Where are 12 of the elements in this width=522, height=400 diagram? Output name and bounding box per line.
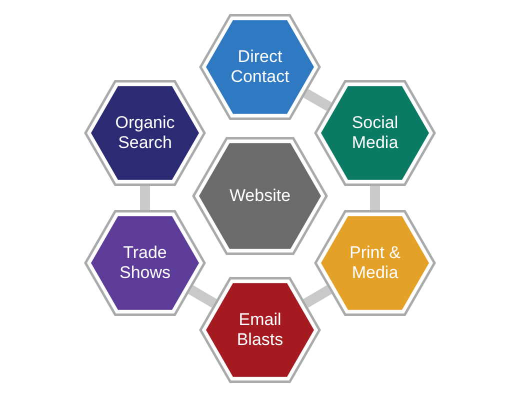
connector-bar [188,285,217,308]
node-label: Direct Contact [230,47,290,87]
node-label: Trade Shows [118,243,172,283]
node-label: Print & Media [348,243,402,283]
node-label: Social Media [350,113,400,153]
connector-bar [370,186,380,210]
connector-bar [140,186,150,210]
node-label: Organic Search [114,113,176,153]
connector-bar [303,285,332,308]
node-label: Email Blasts [236,310,284,350]
node-label: Website [228,186,292,206]
connector-bar [303,88,332,112]
